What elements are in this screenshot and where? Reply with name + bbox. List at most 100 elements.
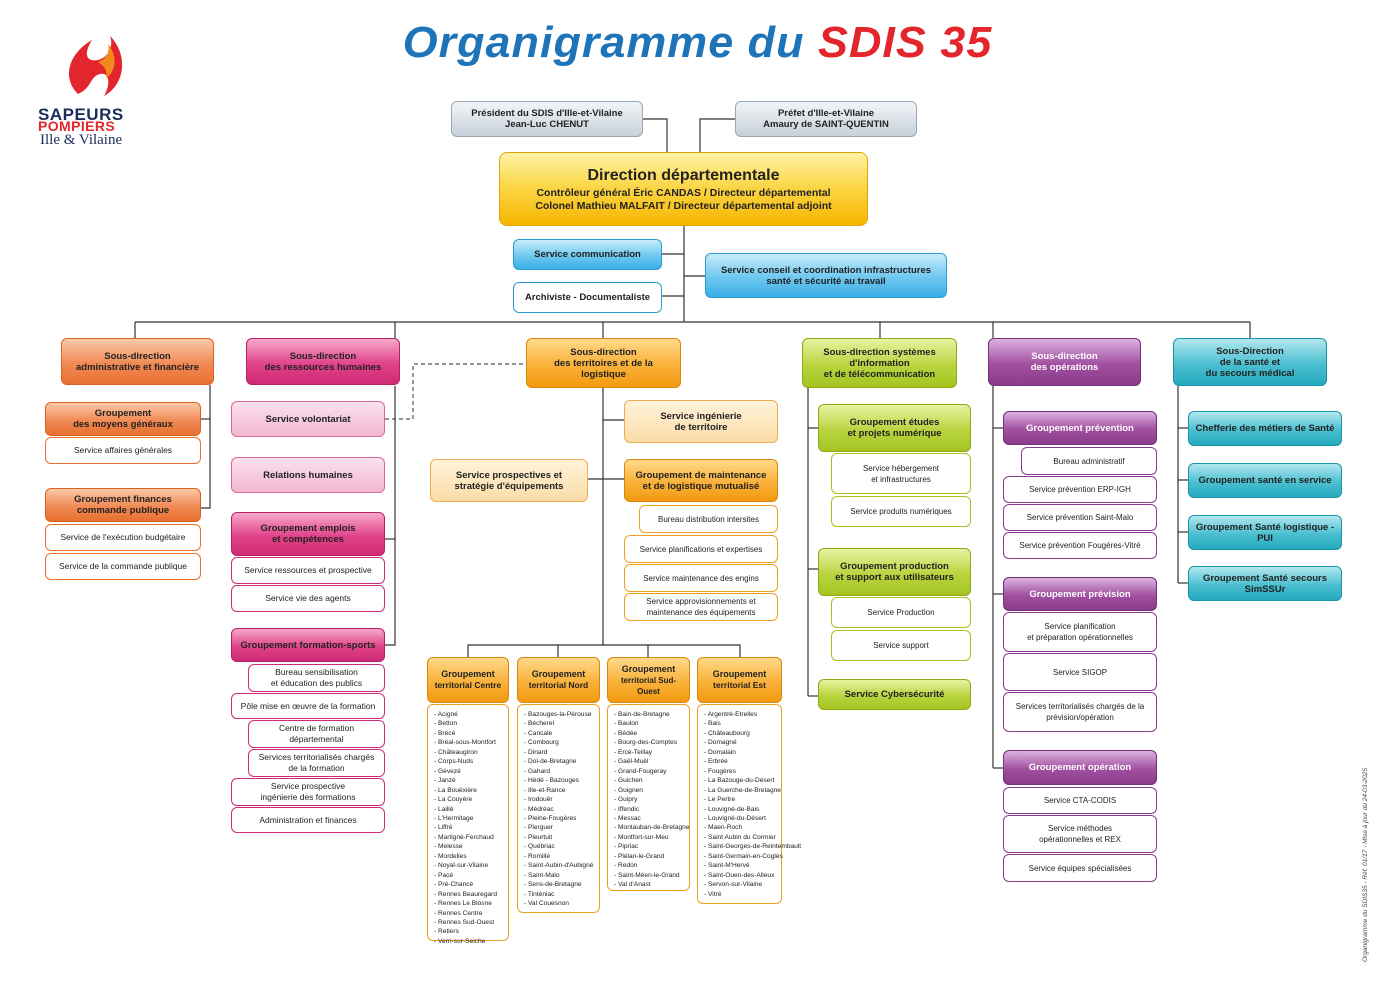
commune-item: - Rennes Sud-Ouest [434,918,495,926]
flame-icon [69,36,123,96]
commune-item: - Sens-de-Bretagne [524,881,582,889]
commune-item: - Val Couesnon [524,900,569,908]
commune-item: - Laillé [434,805,454,813]
service-planifications: Service planifications et expertises [624,535,778,563]
commune-item: - Rennes Centre [434,909,483,917]
service-prevention-saint-malo: Service prévention Saint-Malo [1003,504,1157,531]
service-produits: Service produits numériques [831,496,971,527]
commune-item: - Guichen [614,777,643,785]
commune-item: - Dinard [524,748,548,756]
commune-item: - Saint-Aubin-d'Aubigné [524,862,594,870]
bureau-distribution: Bureau distribution intersites [639,505,778,533]
commune-item: - Saint-M'Hervé [704,862,750,870]
service-prevention-fougeres: Service prévention Fougères-Vitré [1003,532,1157,559]
commune-item: - Combourg [524,739,559,747]
service-equipes-specialisees: Service équipes spécialisées [1003,854,1157,882]
commune-item: - La Couyère [434,796,473,804]
commune-item: - Betton [434,720,458,728]
service-affaires-generales: Service affaires générales [45,437,201,464]
commune-item: - Tinténiac [524,890,555,898]
commune-item: - Ercé-Teillay [614,748,653,756]
commune-item: - Retiers [434,928,459,936]
commune-item: - Janzé [434,777,456,785]
commune-item: - Pleine-Fougères [524,814,577,822]
commune-item: - La Guerche-de-Bretagne [704,786,781,794]
commune-item: - Domalain [704,748,736,756]
pole-formation: Pôle mise en œuvre de la formation [231,693,385,719]
commune-item: - Gaël-Muël [614,758,649,766]
bureau-administratif: Bureau administratif [1021,447,1157,475]
commune-item: - Guignen [614,786,643,794]
list-centre: - Acigné- Betton- Brécé- Bréal-sous-Mont… [427,704,509,945]
commune-item: - Médréac [524,805,554,813]
service-cybersecurite: Service Cybersécurité [818,679,971,710]
commune-item: - Guipry [614,796,638,804]
logo-line1: SAPEURS [38,105,124,124]
commune-item: - Cancale [524,729,553,737]
service-support: Service support [831,630,971,661]
g-prevention: Groupement prévention [1003,411,1157,445]
commune-item: - Saint-Malo [524,871,560,879]
commune-item: - Bréal-sous-Montfort [434,739,496,747]
commune-item: - Pacé [434,871,454,879]
commune-item: - L'Hermitage [434,814,474,822]
service-prevention-erp: Service prévention ERP-IGH [1003,476,1157,503]
commune-item: - Fougères [704,767,736,775]
commune-item: - Noyal-sur-Vilaine [434,862,489,870]
commune-item: - Irodouër [524,796,553,804]
commune-item: - Servon-sur-Vilaine [704,881,763,889]
commune-item: - Redon [614,862,638,870]
commune-item: - Louvigné-de-Bais [704,805,760,813]
commune-item: - Iffendic [614,805,640,813]
commune-item: - Québriac [524,843,555,851]
archiviste-box: Archiviste - Documentaliste [513,282,662,313]
service-ressources: Service ressources et prospective [231,557,385,584]
commune-item: - Maen-Roch [704,824,743,832]
commune-item: - Bazouges-la-Pérouse [524,711,592,718]
commune-item: - Grand-Fougeray [614,767,667,775]
service-execution-budgetaire: Service de l'exécution budgétaire [45,524,201,551]
commune-item: - Louvigné-du-Désert [704,814,766,822]
commune-item: - Pipriac [614,843,639,851]
commune-item: - Montfort-sur-Meu [614,833,669,841]
commune-item: - Châteaubourg [704,729,750,737]
commune-item: - Vern-sur-Seiche [434,937,486,945]
communication-box: Service communication [513,239,662,270]
commune-item: - Châteaugiron [434,748,478,756]
direction-box: Direction départementale Contrôleur géné… [499,152,868,226]
commune-item: - Saint-Méen-le-Grand [614,871,680,879]
commune-item: - Hédé - Bazouges [524,777,579,785]
list-sud-ouest: - Bain-de-Bretagne- Baulon- Bédée- Bourg… [607,704,690,891]
conseil-box: Service conseil et coordination infrastr… [705,253,947,298]
commune-item: - Corps-Nuds [434,758,474,766]
commune-item: - Rennes Beauregard [434,890,498,898]
commune-item: - Messac [614,814,641,822]
commune-item: - Domagné [704,739,737,747]
commune-item: - Montauban-de-Bretagne [614,824,690,832]
page-title: Organigramme du SDIS 35 [402,18,993,67]
commune-item: - Pré-Chancé [434,881,474,889]
commune-item: - Gévezé [434,767,461,775]
service-volontariat: Service volontariat [231,401,385,437]
commune-item: - Vitré [704,890,722,898]
commune-item: - Saint-Georges-de-Reintembault [704,843,802,851]
commune-item: - Val d'Anast [614,881,651,889]
